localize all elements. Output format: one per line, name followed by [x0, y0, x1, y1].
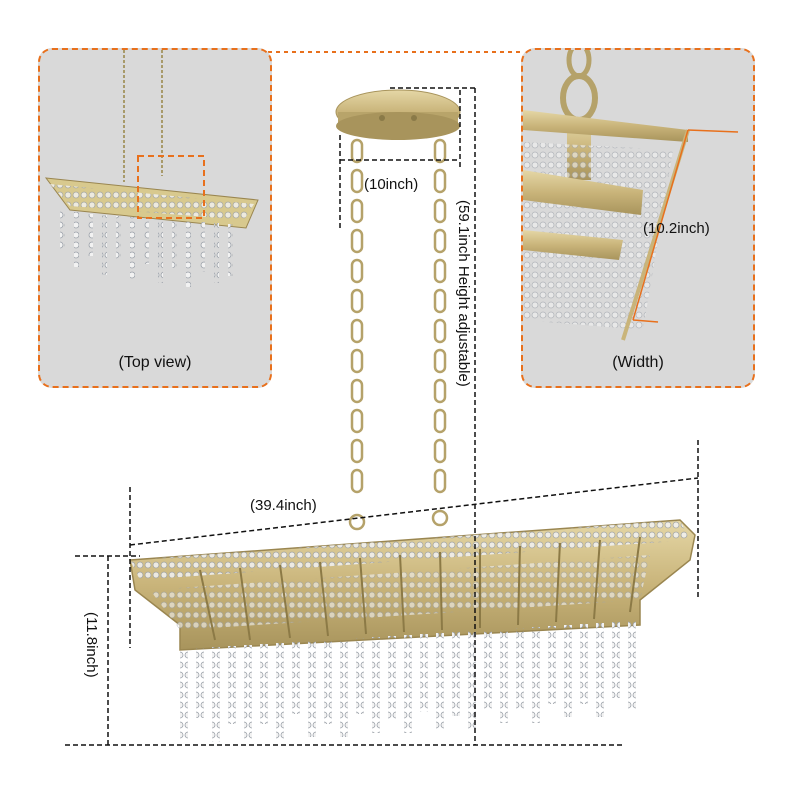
- length-label: (39.4inch): [250, 497, 317, 514]
- height-adjustable-label: (59.1inch Height adjustable): [455, 200, 472, 387]
- drop-height-label: (11.8inch): [83, 612, 100, 678]
- top-view-illustration: [44, 50, 259, 287]
- width-view-panel: (10.2inch) (Width): [521, 48, 755, 388]
- dimension-lines: [65, 87, 699, 746]
- width-view-illustration: [523, 50, 739, 341]
- canopy: [335, 89, 461, 140]
- top-view-label: (Top view): [118, 354, 192, 371]
- top-view-panel: (Top view): [38, 48, 272, 388]
- canopy-width-label: (10inch): [364, 176, 419, 193]
- width-dimension-label: (10.2inch): [643, 220, 710, 237]
- chandelier-body: [129, 519, 696, 651]
- chain-left: [348, 138, 366, 531]
- chain-right: [431, 138, 449, 527]
- crystal-strands: [180, 621, 636, 742]
- width-view-label: (Width): [612, 354, 664, 371]
